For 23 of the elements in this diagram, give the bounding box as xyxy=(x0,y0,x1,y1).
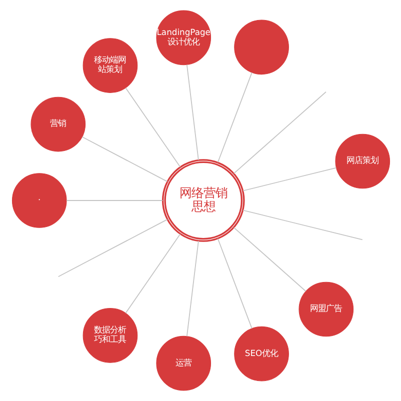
node-circle xyxy=(234,20,288,75)
node-circle: 网盟广告 xyxy=(298,282,354,337)
connector xyxy=(242,210,362,240)
node-circle: 网店策划 xyxy=(334,134,390,189)
connector xyxy=(232,91,326,174)
node-circle: 数据分析巧和工具 xyxy=(82,308,138,363)
connector xyxy=(216,72,252,163)
connector xyxy=(186,240,198,337)
connector xyxy=(66,200,163,201)
connector xyxy=(232,227,306,292)
node-circle: LandingPage设计优化 xyxy=(156,10,211,66)
connector xyxy=(57,218,168,278)
node-circle: 移动端网站策划 xyxy=(82,38,138,93)
connector xyxy=(216,238,252,329)
connector xyxy=(81,136,168,182)
connector xyxy=(124,234,180,314)
connector xyxy=(242,167,336,192)
node-circle: 营销 xyxy=(30,96,86,152)
node-circle: · xyxy=(11,173,66,228)
node-circle: SEO优化 xyxy=(234,326,288,382)
connector xyxy=(186,64,198,160)
node-circle: 运营 xyxy=(156,336,211,391)
connector xyxy=(124,87,180,168)
